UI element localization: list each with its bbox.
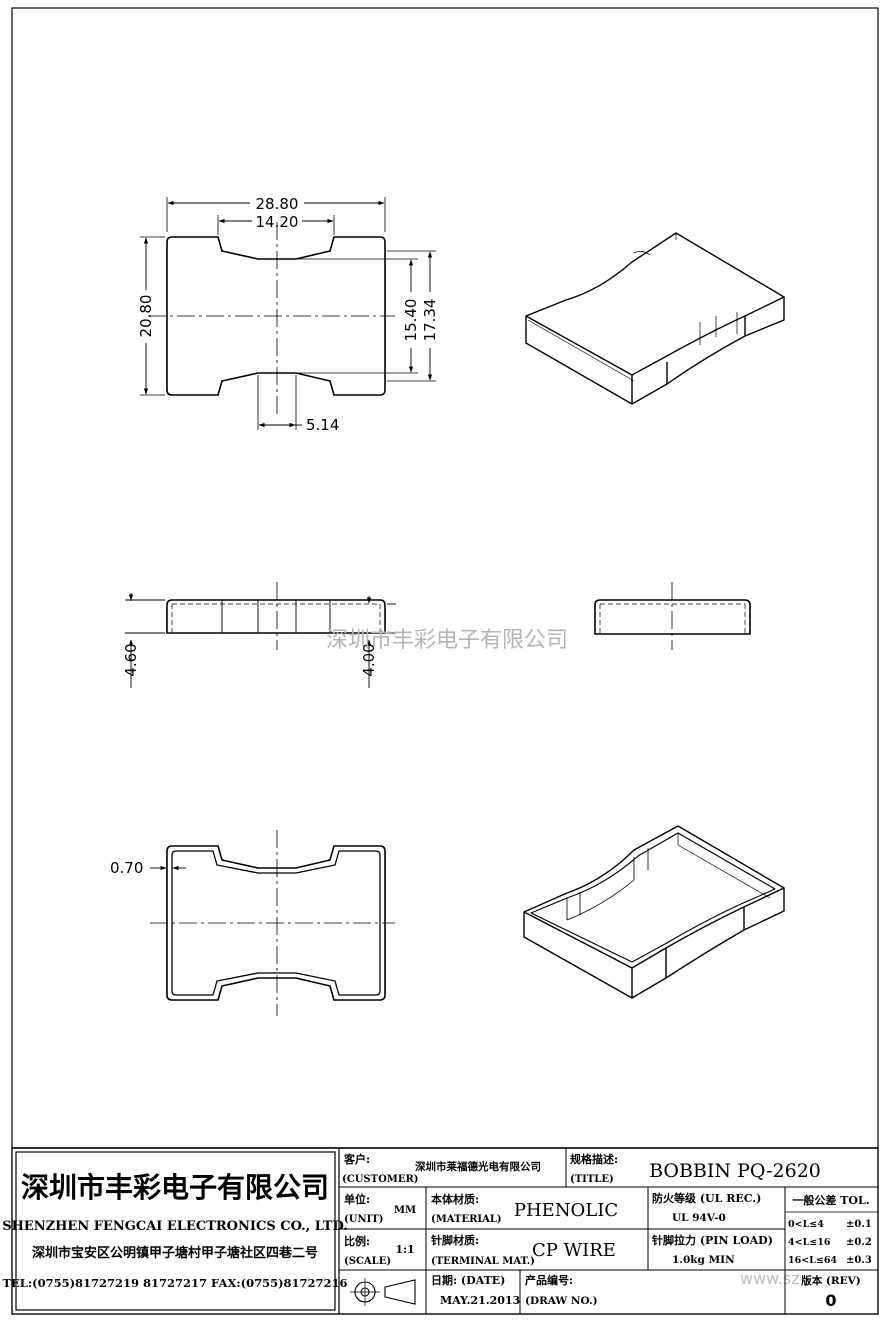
title-value: BOBBIN PQ-2620 xyxy=(649,1160,821,1182)
bottom-view-inner xyxy=(171,850,381,996)
title-label-cn: 规格描述: xyxy=(570,1152,618,1166)
dim-top-mid-height: 17.34 xyxy=(421,299,439,342)
customer-value: 深圳市莱福德光电有限公司 xyxy=(415,1160,541,1173)
side-view xyxy=(125,582,396,688)
isometric-view-hollow xyxy=(523,825,785,999)
tolerance-value-1: ±0.1 xyxy=(846,1219,872,1230)
dim-top-height: 20.80 xyxy=(137,295,155,338)
bottom-view xyxy=(150,830,395,1016)
title-label-en: (TITLE) xyxy=(570,1174,614,1185)
side-view-dimension-labels: 4.60 4.00 xyxy=(122,643,378,676)
scale-value: 1:1 xyxy=(395,1243,414,1256)
customer-label-cn: 客户: xyxy=(343,1152,370,1166)
side-view-outline xyxy=(166,599,386,634)
material-label-cn: 本体材质: xyxy=(431,1192,479,1206)
terminal-value: CP WIRE xyxy=(532,1240,616,1261)
material-value: PHENOLIC xyxy=(514,1200,618,1221)
dim-top-inner-width: 14.20 xyxy=(256,213,299,231)
end-view-outline xyxy=(594,599,751,635)
tolerance-range-1: 0<L≤4 xyxy=(788,1219,824,1230)
dim-side-height: 4.60 xyxy=(122,643,140,676)
title-block-text: 深圳市丰彩电子有限公司 SHENZHEN FENGCAI ELECTRONICS… xyxy=(2,1152,872,1310)
terminal-label-cn: 针脚材质: xyxy=(431,1233,479,1247)
tolerance-range-3: 16<L≤64 xyxy=(788,1255,837,1266)
terminal-label-en: (TERMINAL MAT.) xyxy=(431,1256,535,1267)
company-phone: TEL:(0755)81727219 81727217 FAX:(0755)81… xyxy=(2,1276,347,1290)
tolerance-title: 一般公差 TOL. xyxy=(792,1193,869,1207)
ul-label: 防火等级 (UL REC.) xyxy=(652,1191,761,1205)
dim-side-inner-height: 4.00 xyxy=(360,643,378,676)
isometric-view-solid xyxy=(525,232,785,405)
tolerance-value-2: ±0.2 xyxy=(846,1237,872,1248)
revision-value: 0 xyxy=(825,1291,836,1310)
top-view-dimension-labels: 28.80 14.20 20.80 15.40 17.34 5.14 xyxy=(137,195,439,434)
material-label-en: (MATERIAL) xyxy=(431,1214,502,1225)
projection-symbol-icon xyxy=(350,1278,416,1306)
dim-top-width: 28.80 xyxy=(256,195,299,213)
company-name-cn: 深圳市丰彩电子有限公司 xyxy=(21,1171,329,1204)
date-label: 日期: (DATE) xyxy=(431,1273,505,1287)
end-view xyxy=(594,582,751,650)
draw-no-label-cn: 产品编号: xyxy=(525,1273,573,1287)
tolerance-value-3: ±0.3 xyxy=(846,1255,872,1266)
unit-label-cn: 单位: xyxy=(344,1192,370,1206)
top-view-outline xyxy=(166,236,386,396)
watermark-url: www.sz xyxy=(740,1269,800,1288)
draw-no-label-en: (DRAW NO.) xyxy=(525,1295,598,1307)
title-block-grid xyxy=(11,1147,879,1315)
date-value: MAY.21.2013 xyxy=(440,1294,520,1307)
dim-top-center-width: 5.14 xyxy=(306,416,339,434)
customer-label-en: (CUSTOMER) xyxy=(342,1174,419,1185)
pin-load-value: 1.0kg MIN xyxy=(672,1254,735,1266)
ul-value: UL 94V-0 xyxy=(672,1212,726,1224)
sheet-border xyxy=(11,7,879,1315)
tolerance-range-2: 4<L≤16 xyxy=(788,1237,831,1248)
top-view xyxy=(140,197,436,430)
dim-top-inner-height: 15.40 xyxy=(402,299,420,342)
unit-label-en: (UNIT) xyxy=(344,1214,383,1225)
pin-load-label: 针脚拉力 (PIN LOAD) xyxy=(652,1233,773,1247)
unit-value: MM xyxy=(394,1205,416,1216)
scale-label-en: (SCALE) xyxy=(344,1256,391,1267)
watermark-text: 深圳市丰彩电子有限公司 xyxy=(326,628,568,653)
revision-label: 版本 (REV) xyxy=(801,1274,860,1287)
scale-label-cn: 比例: xyxy=(344,1234,370,1248)
bottom-view-outer xyxy=(166,845,386,1001)
dim-wall-thickness: 0.70 xyxy=(110,859,143,877)
company-address: 深圳市宝安区公明镇甲子塘村甲子塘社区四巷二号 xyxy=(32,1245,318,1261)
company-name-en: SHENZHEN FENGCAI ELECTRONICS CO., LTD. xyxy=(2,1219,348,1234)
